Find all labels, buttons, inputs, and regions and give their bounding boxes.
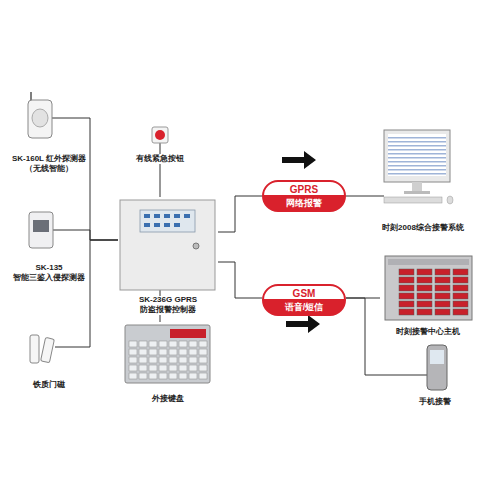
lock [193, 243, 199, 249]
connector-line [90, 118, 118, 240]
channel-label: GPRS [264, 182, 344, 196]
wire-stub [52, 118, 90, 119]
detector-node: SK-135 智能三鉴入侵探测器 [8, 208, 90, 283]
computer-mouse [447, 196, 453, 204]
device-label: SK-236G GPRS 防盗报警控制器 [118, 295, 218, 315]
wire-stub [405, 375, 427, 376]
connector-line [160, 315, 161, 322]
device-label: 铁质门磁 [8, 380, 90, 390]
channel-label: 语音/短信 [264, 300, 344, 314]
connector-line [160, 164, 161, 197]
button-red [155, 130, 165, 140]
computer-node: 时刻2008综合接警系统 [378, 125, 468, 233]
status-led [154, 223, 160, 227]
channel-label: 网络报警 [264, 196, 344, 210]
monitor-base [404, 191, 430, 194]
controller-panel [140, 210, 195, 232]
detector-window [33, 220, 49, 232]
door-magnet-node: 铁质门磁 [8, 330, 90, 390]
controller-box [120, 200, 215, 290]
connector-line [346, 196, 378, 197]
wire-stub [52, 230, 90, 231]
button-plate [152, 127, 168, 143]
status-led [164, 223, 170, 227]
status-led [174, 214, 180, 218]
keypad-node: 外接键盘 [120, 322, 215, 404]
host-node: 时刻接警中心主机 [380, 252, 475, 337]
connector-line [90, 240, 118, 347]
channel-label: GSM [264, 286, 344, 300]
pir-lens [32, 109, 48, 127]
connector-line [346, 298, 380, 299]
keypad-keys [128, 340, 208, 380]
device-label: SK-135 智能三鉴入侵探测器 [8, 263, 90, 283]
wire-stub [55, 347, 90, 348]
phone-screen [430, 350, 444, 364]
direction-arrow [282, 151, 316, 169]
direction-arrow [286, 315, 320, 333]
channel-badge: GPRS网络报警 [262, 180, 346, 212]
monitor-screen [388, 134, 446, 176]
connector-line [90, 230, 118, 240]
monitor [384, 130, 450, 182]
keypad-body [125, 325, 210, 383]
door-magnet [30, 335, 39, 363]
status-led [164, 214, 170, 218]
screen-table [388, 136, 446, 176]
device-label: SK-160L 红外探测器 （无线智能） [8, 154, 90, 174]
channel-badge: GSM语音/短信 [262, 284, 346, 316]
status-led [174, 223, 180, 227]
controller-node: SK-236G GPRS 防盗报警控制器 [118, 197, 218, 315]
device-label: 时刻2008综合接警系统 [378, 223, 468, 233]
wire-stub [160, 143, 161, 154]
intrusion-detector [29, 212, 53, 248]
device-label: 手机接警 [405, 397, 465, 407]
keypad-display [170, 329, 206, 338]
connector-line [346, 298, 405, 375]
status-led [144, 223, 150, 227]
status-led [184, 214, 190, 218]
rack-displays [398, 268, 470, 316]
connector-line [218, 262, 262, 298]
wire-stub [378, 196, 384, 197]
monitor-stand [412, 182, 422, 192]
rack-host [385, 256, 472, 320]
door-magnet [41, 337, 55, 362]
device-label: 有线紧急按钮 [130, 154, 190, 164]
phone-node: 手机接警 [405, 342, 465, 407]
status-led [144, 214, 150, 218]
status-led [154, 214, 160, 218]
rack-top [388, 259, 469, 265]
mobile-phone [427, 345, 447, 390]
device-label: 时刻接警中心主机 [380, 327, 475, 337]
connector-line [218, 196, 262, 232]
pir-detector [28, 100, 52, 138]
device-label: 外接键盘 [120, 394, 215, 404]
button-node: 有线紧急按钮 [130, 122, 190, 164]
computer-keyboard [384, 197, 442, 203]
detector-node: SK-160L 红外探测器 （无线智能） [8, 92, 90, 174]
